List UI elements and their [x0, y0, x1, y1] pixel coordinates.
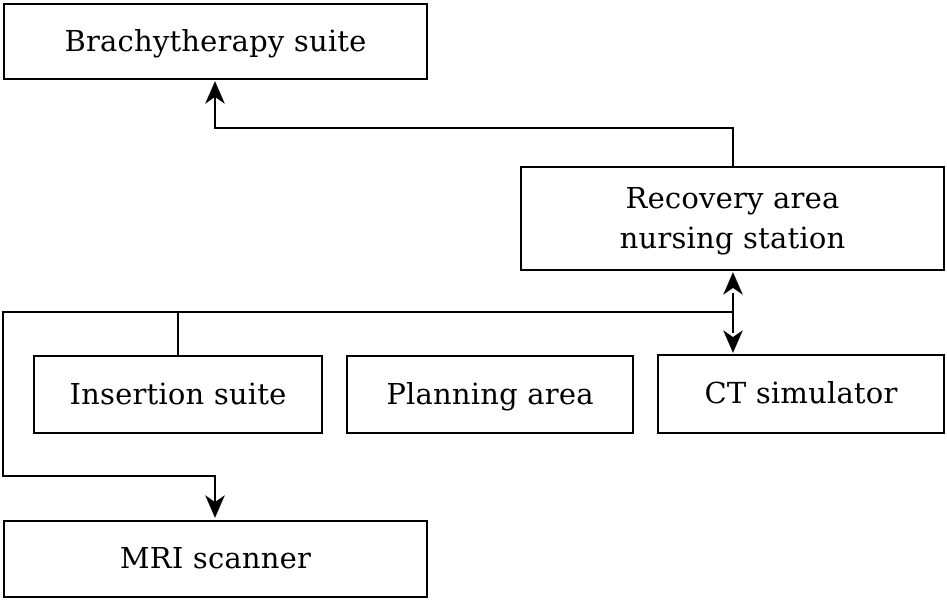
node-label-line-1: Recovery area — [625, 181, 840, 216]
node-label: CT simulator — [704, 376, 898, 411]
node-label: MRI scanner — [119, 541, 312, 576]
node-brachytherapy-suite: Brachytherapy suite — [3, 3, 428, 80]
arrowhead-down-mri — [205, 495, 225, 518]
arrowhead-up-brachytherapy — [205, 81, 225, 104]
arrow-recovery-to-brachytherapy — [214, 86, 734, 167]
node-mri-scanner: MRI scanner — [3, 520, 428, 598]
node-label-line-2: nursing station — [619, 220, 846, 255]
node-label: Insertion suite — [69, 376, 287, 411]
node-label: Recovery area nursing station — [620, 179, 846, 257]
arrowhead-down-ct — [723, 330, 743, 353]
node-label: Planning area — [386, 376, 594, 411]
node-label: Brachytherapy suite — [64, 23, 367, 58]
node-recovery-area-nursing-station: Recovery area nursing station — [520, 166, 945, 271]
arrowhead-up-recovery — [723, 272, 743, 295]
node-planning-area: Planning area — [346, 355, 634, 434]
node-ct-simulator: CT simulator — [657, 354, 945, 434]
node-insertion-suite: Insertion suite — [33, 355, 323, 434]
